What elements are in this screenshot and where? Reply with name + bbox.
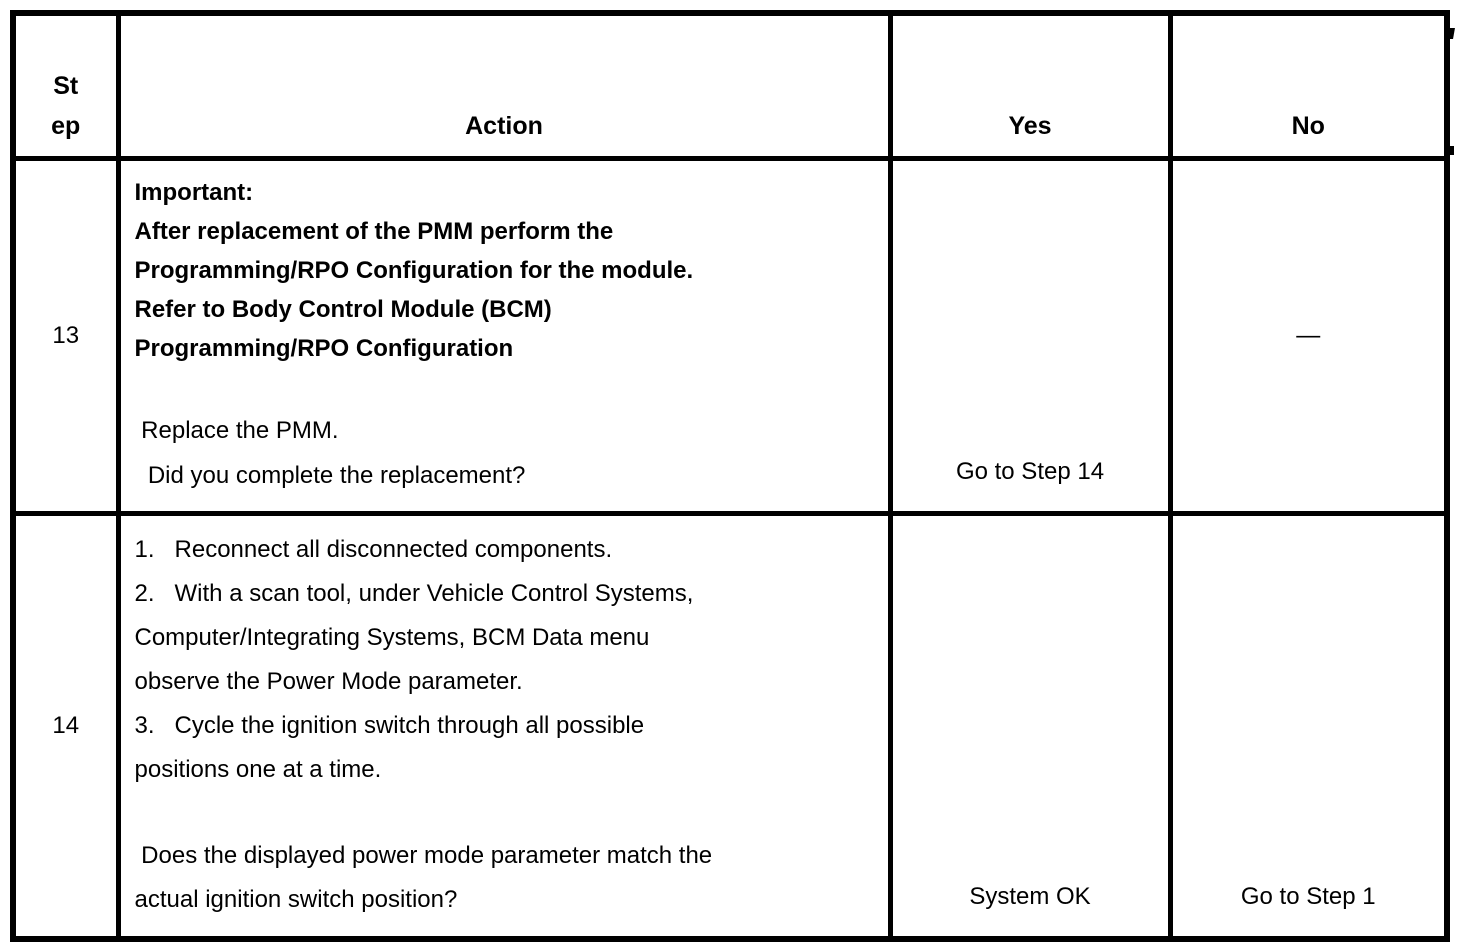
table-row-step-13: 13 Important: After replacement of the PM…: [10, 155, 1450, 516]
text-line: 2. With a scan tool, under Vehicle Contr…: [134, 579, 694, 607]
yes-result-step-13: Go to Step 14: [887, 155, 1173, 516]
no-result-step-14: Go to Step 1: [1167, 510, 1450, 942]
no-result-text: Go to Step 1: [1240, 883, 1376, 910]
text-line: Programming/RPO Configuration: [134, 334, 514, 362]
header-row: St ep Action Yes No: [10, 10, 1450, 161]
text-line: St: [53, 71, 79, 100]
no-result-dash: —: [1296, 321, 1321, 349]
action-column-header: Action: [115, 10, 893, 161]
important-note: Important: After replacement of the PMM p…: [135, 173, 878, 368]
text-line: positions one at a time.: [134, 755, 382, 783]
scan-artifact: [1450, 146, 1454, 155]
text-line: observe the Power Mode parameter.: [134, 667, 523, 695]
text-line: 3. Cycle the ignition switch through all…: [134, 711, 645, 739]
step-number-14: 14: [10, 510, 121, 942]
action-instructions-step-14: 1. Reconnect all disconnected components…: [135, 528, 878, 792]
step-column-header: St ep: [10, 10, 121, 161]
scan-artifact: [1448, 28, 1455, 39]
text-line: Does the displayed power mode parameter …: [134, 841, 713, 869]
text-line: ep: [51, 111, 81, 140]
no-column-header: No: [1167, 10, 1450, 161]
diagnostic-steps-table: St ep Action Yes No 13 Important: After re…: [10, 10, 1450, 942]
yes-result-text: Go to Step 14: [955, 457, 1105, 485]
step-number-13: 13: [10, 155, 121, 516]
text-line: After replacement of the PMM perform the: [134, 217, 614, 245]
text-line: Programming/RPO Configuration for the mo…: [134, 256, 694, 284]
text-line: 1. Reconnect all disconnected components…: [134, 535, 613, 563]
yes-column-header: Yes: [887, 10, 1173, 161]
text-line: Replace the PMM.: [134, 416, 339, 444]
text-line: Computer/Integrating Systems, BCM Data m…: [134, 623, 650, 651]
yes-result-step-14: System OK: [887, 510, 1173, 942]
table-row-step-14: 14 1. Reconnect all disconnected compone…: [10, 510, 1450, 942]
text-line: actual ignition switch position?: [134, 885, 458, 913]
action-cell-step-13: Important: After replacement of the PMM p…: [115, 155, 893, 516]
text-line: Refer to Body Control Module (BCM): [134, 295, 552, 323]
question-text-step-14: Does the displayed power mode parameter …: [135, 834, 878, 922]
action-instructions-step-13: Replace the PMM. Did you complete the re…: [135, 408, 878, 498]
yes-result-text: System OK: [969, 883, 1091, 910]
text-line: Important:: [134, 178, 254, 206]
text-line: Did you complete the replacement?: [134, 461, 526, 489]
no-result-step-13: —: [1167, 155, 1450, 516]
action-cell-step-14: 1. Reconnect all disconnected components…: [115, 510, 893, 942]
